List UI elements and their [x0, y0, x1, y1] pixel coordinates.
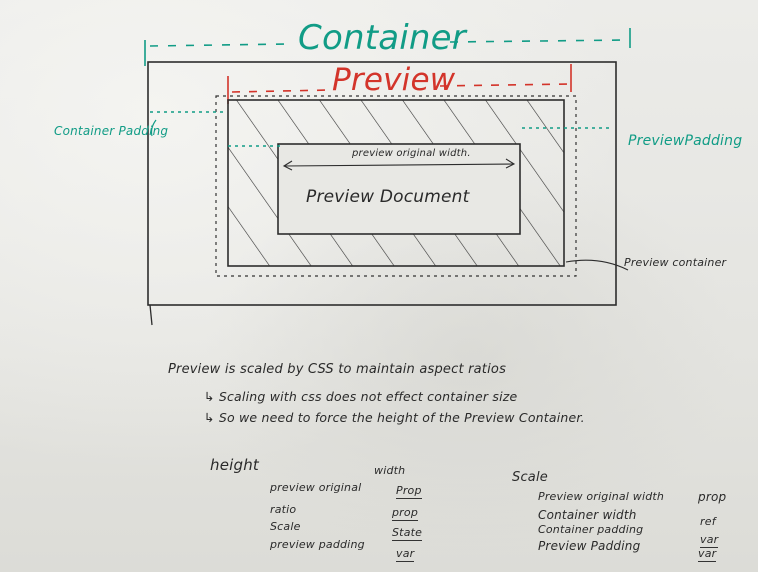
- preview-container-box: [215, 95, 577, 277]
- preview-padding-label: PreviewPadding: [628, 133, 743, 149]
- note-line-2: ↳ Scaling with css does not effect conta…: [204, 389, 518, 404]
- scale-row-value: prop: [698, 490, 727, 504]
- scale-row-label: Container padding: [538, 523, 644, 536]
- height-row-value: Prop: [396, 484, 422, 499]
- height-row-value: State: [392, 526, 423, 541]
- container-label: Container: [298, 18, 466, 58]
- height-row-value: var: [396, 547, 415, 562]
- container-box: [147, 61, 617, 306]
- height-row-label: preview padding: [270, 538, 365, 551]
- note-line-1: Preview is scaled by CSS to maintain asp…: [168, 362, 507, 377]
- scale-heading: Scale: [512, 470, 548, 485]
- preview-original-width-arrow: [282, 158, 516, 171]
- note-line-3: ↳ So we need to force the height of the …: [204, 410, 585, 425]
- scale-row-value: ref: [700, 515, 716, 528]
- height-row-label: Scale: [270, 520, 301, 533]
- height-heading: height: [210, 456, 260, 474]
- height-row-label: preview original: [270, 481, 362, 494]
- preview-document-box: [277, 143, 521, 235]
- scale-row-label: Preview original width: [538, 490, 665, 503]
- container-width-marker: [144, 28, 631, 66]
- preview-container-leader: [565, 259, 629, 271]
- container-padding-marker: [150, 111, 280, 147]
- container-padding-label: Container Padding: [54, 124, 169, 138]
- scale-row-label: Preview Padding: [538, 539, 641, 553]
- height-col-header: width: [374, 464, 406, 477]
- scale-row-value: var: [698, 547, 717, 562]
- preview-container-label: Preview container: [624, 256, 727, 269]
- preview-original-width-label: preview original width.: [352, 148, 471, 159]
- preview-document-label: Preview Document: [306, 187, 470, 207]
- scale-row-label: Container width: [538, 508, 637, 522]
- scale-row-value: var: [700, 533, 719, 548]
- height-row-value: prop: [392, 506, 419, 521]
- preview-label: Preview: [332, 62, 456, 98]
- height-row-label: ratio: [270, 503, 297, 516]
